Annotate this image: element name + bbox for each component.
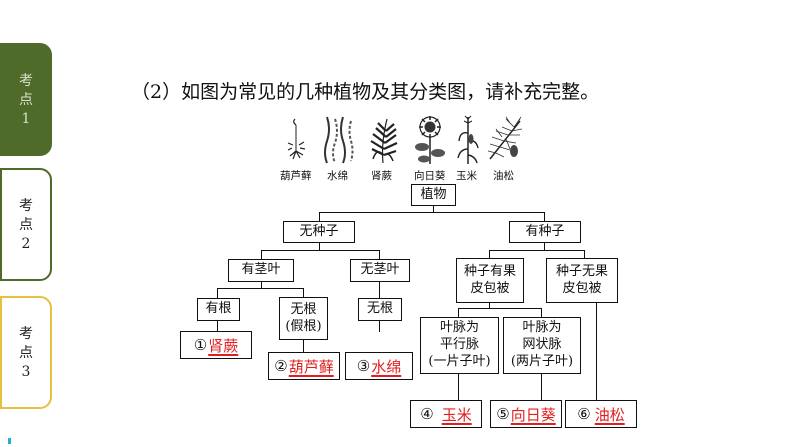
moss-illustration xyxy=(287,118,306,160)
connector xyxy=(217,320,219,331)
connector xyxy=(261,250,380,252)
node-has-root: 有根 xyxy=(197,298,240,321)
node-no-root-fake: 无根 (假根) xyxy=(279,297,328,340)
connector xyxy=(489,250,585,252)
plant-label-moss: 葫芦藓 xyxy=(280,170,312,182)
connector xyxy=(489,302,491,309)
tab-kaodian-2[interactable]: 考 点 2 xyxy=(0,168,52,281)
question-text: （2）如图为常见的几种植物及其分类图，请补充完整。 xyxy=(131,81,600,103)
answer-value: 玉米 xyxy=(441,405,472,424)
connector xyxy=(544,212,546,222)
spirogyra-illustration xyxy=(324,116,354,164)
connector xyxy=(217,288,219,298)
connector xyxy=(379,320,381,332)
answer-value: 葫芦藓 xyxy=(288,357,334,376)
answer-value: 水绵 xyxy=(371,357,402,376)
node-net-vein: 叶脉为 网状脉 (两片子叶) xyxy=(503,317,581,374)
connector xyxy=(596,302,598,400)
answer-number: ② xyxy=(274,357,288,375)
node-no-stem-leaf: 无茎叶 xyxy=(350,259,410,282)
node-seed-covered: 种子有果 皮包被 xyxy=(456,258,524,303)
node-has-seed: 有种子 xyxy=(509,221,581,243)
corn-illustration xyxy=(457,115,479,164)
connector xyxy=(458,308,542,310)
connector xyxy=(584,250,586,259)
tab-kaodian-3[interactable]: 考 点 3 xyxy=(0,296,52,409)
connector xyxy=(319,212,545,214)
connector xyxy=(261,281,263,289)
node-no-root: 无根 xyxy=(358,298,402,321)
connector xyxy=(261,250,263,259)
answer-number: ① xyxy=(193,336,208,354)
connector xyxy=(541,373,543,400)
connector xyxy=(319,212,321,222)
node-has-stem-leaf: 有茎叶 xyxy=(228,259,294,282)
connector xyxy=(541,308,543,318)
tab-label: 考 点 1 xyxy=(19,73,33,127)
connector xyxy=(217,288,304,290)
node-plant: 植物 xyxy=(411,184,456,206)
answer-number: ③ xyxy=(356,357,371,375)
connector xyxy=(379,281,381,298)
sunflower-illustration xyxy=(415,116,445,164)
connector xyxy=(303,288,305,298)
connector xyxy=(489,250,491,259)
side-accent-mark xyxy=(8,438,34,444)
answer-number: ④ xyxy=(420,405,434,423)
connector xyxy=(433,205,435,213)
tab-label: 考 点 2 xyxy=(19,198,33,252)
connector xyxy=(544,242,546,251)
pine-illustration xyxy=(487,116,523,160)
answer-value: 油松 xyxy=(594,405,625,424)
fern-illustration xyxy=(370,118,398,164)
node-parallel-vein: 叶脉为 平行脉 (一片子叶) xyxy=(420,317,499,374)
plant-label-sunflower: 向日葵 xyxy=(414,170,446,182)
connector xyxy=(303,339,305,352)
node-no-seed: 无种子 xyxy=(283,221,355,243)
answer-box-4: ④ 玉米 xyxy=(410,400,482,428)
answer-value: 肾蕨 xyxy=(208,336,239,355)
plant-label-fern: 肾蕨 xyxy=(371,170,392,182)
tab-kaodian-1[interactable]: 考 点 1 xyxy=(0,43,52,156)
connector xyxy=(458,308,460,318)
plant-label-spirogyra: 水绵 xyxy=(327,170,348,182)
connector xyxy=(319,242,321,251)
answer-number: ⑤ xyxy=(496,405,510,423)
tab-label: 考 点 3 xyxy=(19,326,33,380)
plant-label-pine: 油松 xyxy=(493,170,514,182)
plant-label-corn: 玉米 xyxy=(456,170,477,182)
answer-number: ⑥ xyxy=(577,405,591,423)
node-seed-naked: 种子无果 皮包被 xyxy=(546,258,618,303)
answer-value: 向日葵 xyxy=(510,405,556,424)
connector xyxy=(458,373,460,400)
connector xyxy=(379,250,381,259)
